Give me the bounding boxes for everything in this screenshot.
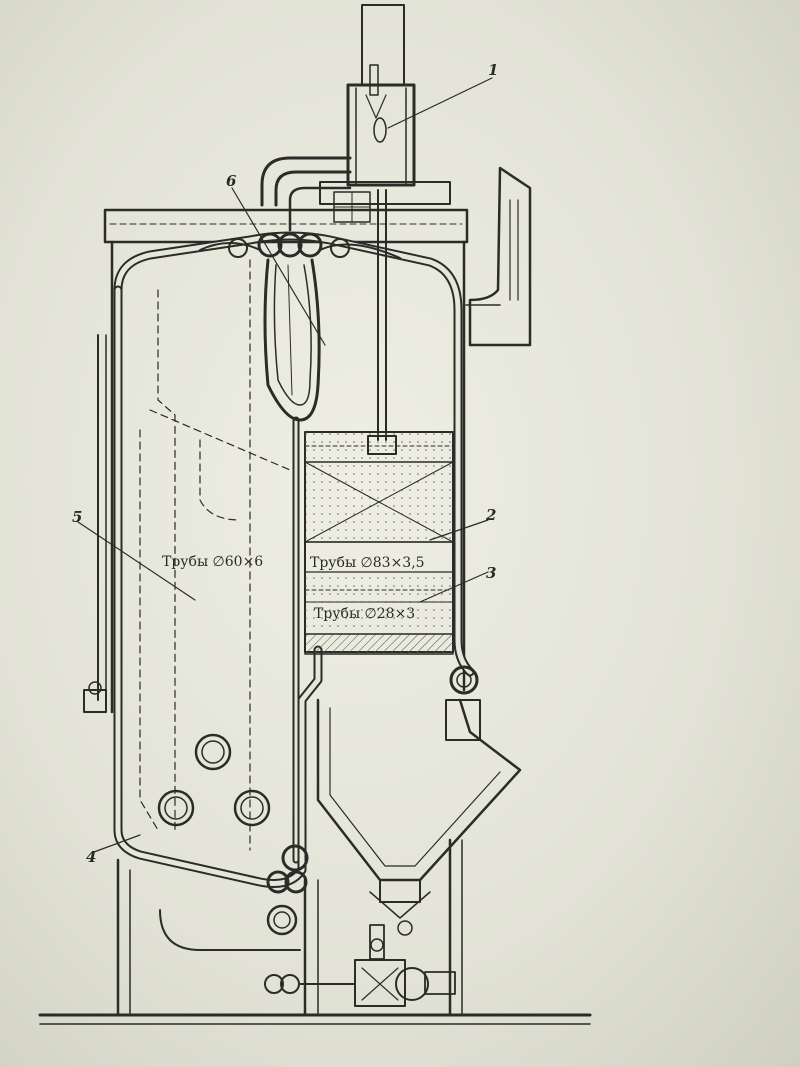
casing-top — [103, 208, 469, 244]
top-collectors — [199, 232, 401, 259]
leader-lines — [77, 77, 493, 853]
callout-5: 5 — [72, 508, 82, 526]
tube-label-lower: Трубы ∅28×3 — [314, 606, 415, 622]
bottom-valves — [264, 920, 456, 1007]
central-loop — [263, 258, 321, 422]
convective-bundle — [304, 431, 454, 655]
callout-6: 6 — [226, 172, 237, 190]
callout-2: 2 — [485, 506, 496, 524]
right-duct — [465, 166, 532, 347]
callout-4: 4 — [86, 848, 96, 866]
burner-ports — [157, 733, 271, 827]
ash-hopper — [316, 698, 522, 919]
water-wall — [113, 231, 475, 888]
callout-3: 3 — [486, 564, 496, 582]
dashed-internals — [139, 259, 291, 851]
callout-1: 1 — [488, 61, 498, 79]
tube-label-left: Трубы ∅60×6 — [162, 554, 263, 570]
stack — [346, 4, 416, 187]
support-frame — [38, 838, 592, 1025]
tube-label-middle: Трубы ∅83×3,5 — [310, 555, 425, 571]
outer-casing — [97, 240, 466, 714]
rod — [367, 189, 397, 455]
